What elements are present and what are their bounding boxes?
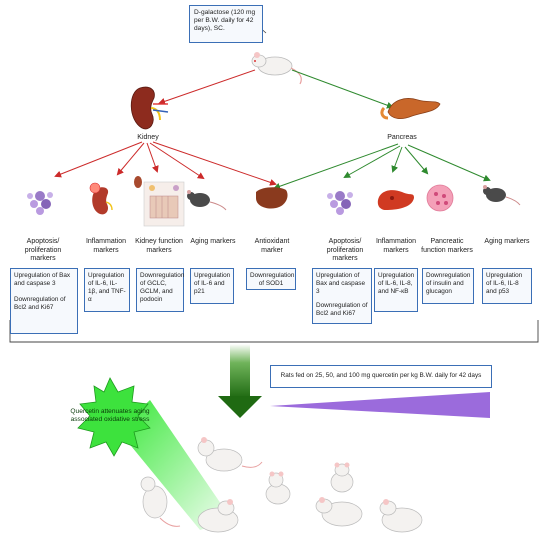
kidney-icon xyxy=(130,86,169,130)
arrow-to-pancreas xyxy=(291,69,394,109)
rat-icon xyxy=(315,497,363,527)
box-line: Downregulation of GCLC, GCLM, and podoci… xyxy=(140,272,185,303)
pancreas-aging-box: Upregulation of IL-6, IL-8 and p53 xyxy=(482,268,532,304)
box-line: Downregulation of Bcl2 and Ki67 xyxy=(316,302,368,317)
pancreas-function-box: Downregulation of insulin and glucagon xyxy=(422,268,474,304)
kidney-inflammation-box: Upregulation of IL-6, IL-1β, and TNF-α xyxy=(84,268,130,312)
kidney-apoptosis-box: Upregulation of Bax and caspase 3 Downre… xyxy=(10,268,78,334)
results-bracket xyxy=(9,320,539,343)
quercetin-dose-box: Rats fed on 25, 50, and 100 mg quercetin… xyxy=(270,365,492,388)
kidney-aging-box: Upregulation of IL-6 and p21 xyxy=(190,268,234,304)
islet-icon xyxy=(426,184,454,212)
box-line: Upregulation of IL-6, IL-1β, and TNF-α xyxy=(88,272,126,303)
kidney-label: Kidney xyxy=(137,134,159,141)
pancreas-apoptosis-box: Upregulation of Bax and caspase 3 Downre… xyxy=(312,268,372,324)
kidney-antioxidant-label: Antioxidant marker xyxy=(254,238,290,254)
pancreas-icon xyxy=(380,98,441,120)
pancreas-apoptosis-label: Apoptosis/ proliferation markers xyxy=(326,238,364,262)
dose-gradient-wedge xyxy=(270,392,490,418)
rat-icon xyxy=(197,499,239,533)
cells-icon xyxy=(27,191,53,215)
arrow-to-kidney xyxy=(158,69,256,105)
rat-icon xyxy=(251,52,302,85)
cells-icon xyxy=(327,191,353,215)
kidney-function-panel-icon xyxy=(134,176,185,227)
pancreas-function-label: Pancreatic function markers xyxy=(421,238,473,254)
aging-rat-icon xyxy=(483,185,521,206)
aging-rat-icon xyxy=(187,190,227,211)
pancreas-fan-arrows xyxy=(273,143,491,190)
rat-icon xyxy=(197,437,263,472)
box-line: Upregulation of Bax and caspase 3 xyxy=(316,272,366,295)
kidney-fan-arrows xyxy=(54,141,277,186)
rat-icon xyxy=(379,499,423,533)
pancreas-inflammation-label: Inflammation markers xyxy=(375,238,417,254)
pancreas-label: Pancreas xyxy=(387,134,417,141)
kidney-aging-label: Aging markers xyxy=(190,238,236,245)
box-line: Upregulation of Bax and caspase 3 xyxy=(14,272,71,287)
pancreas-aging-label: Aging markers xyxy=(484,238,530,245)
kidney-inflammation-label: Inflammation markers xyxy=(85,238,127,254)
rat-icon xyxy=(330,462,354,493)
inflamed-kidney-icon xyxy=(89,182,113,215)
box-line: Upregulation of IL-6 and p21 xyxy=(194,272,231,295)
kidney-apoptosis-label: Apoptosis/ proliferation markers xyxy=(24,238,62,262)
rat-icon xyxy=(265,471,291,505)
liver-icon xyxy=(256,187,288,209)
quercetin-star xyxy=(77,377,151,457)
kidney-function-box: Downregulation of GCLC, GCLM, and podoci… xyxy=(136,268,184,312)
rat-icon xyxy=(140,476,181,527)
kidney-function-label: Kidney function markers xyxy=(135,238,183,254)
box-line: Upregulation of IL-6, IL-8 and p53 xyxy=(486,272,523,295)
box-line: Downregulation of SOD1 xyxy=(250,272,295,287)
inflamed-pancreas-icon xyxy=(377,190,414,210)
kidney-antioxidant-box: Downregulation of SOD1 xyxy=(246,268,296,290)
box-line: Downregulation of Bcl2 and Ki67 xyxy=(14,296,66,311)
box-line: Downregulation of insulin and glucagon xyxy=(426,272,471,295)
light-beam xyxy=(118,400,232,530)
quercetin-star-text: Quercetin attenuates aging associated ox… xyxy=(70,408,150,424)
treatment-arrow xyxy=(218,344,262,418)
pancreas-inflammation-box: Upregulation of IL-6, IL-8, and NF-κB xyxy=(374,268,418,312)
dose-box: D-galactose (120 mg per B.W. daily for 4… xyxy=(189,5,263,43)
box-line: Upregulation of IL-6, IL-8, and NF-κB xyxy=(378,272,415,295)
